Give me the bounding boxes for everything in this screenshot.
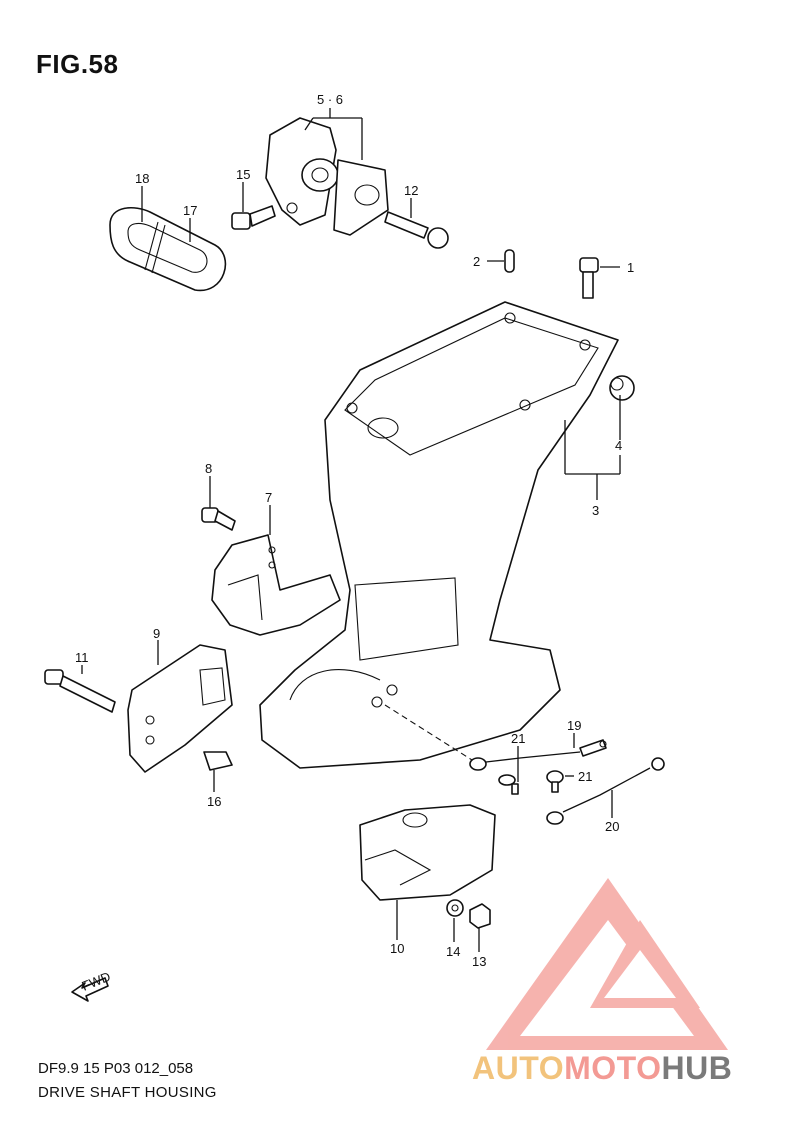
plug-4 — [609, 375, 635, 401]
callout-1: 1 — [627, 260, 634, 275]
figure-code: DF9.9 15 P03 012_058 — [38, 1060, 194, 1077]
watermark-part2: MOTO — [564, 1050, 662, 1086]
leader-lines — [81, 108, 621, 952]
bolt-15 — [231, 205, 276, 230]
pin-16 — [203, 751, 233, 771]
block-9 — [127, 644, 233, 773]
drive-shaft-housing — [259, 301, 619, 769]
callout-18: 18 — [135, 171, 149, 186]
callout-21a: 21 — [511, 731, 525, 746]
bolt-11 — [44, 669, 116, 713]
callout-20: 20 — [605, 819, 619, 834]
bolt-8 — [201, 507, 236, 531]
upper-mount-part — [265, 117, 389, 236]
grommet-plates — [109, 206, 227, 292]
ground-wire-19 — [469, 739, 607, 771]
pin-2 — [504, 249, 515, 273]
callout-10: 10 — [390, 941, 404, 956]
callout-16: 16 — [207, 794, 221, 809]
ground-wire-20 — [546, 757, 665, 825]
callout-12: 12 — [404, 183, 418, 198]
watermark-text: AUTOMOTOHUB — [472, 1050, 732, 1087]
callout-11: 11 — [75, 650, 89, 665]
nut-13 — [469, 903, 491, 929]
screw-21b — [546, 770, 564, 793]
callout-labels: 1 2 3 4 5 · 6 7 8 9 10 11 12 13 14 15 16… — [75, 92, 634, 969]
callout-14: 14 — [446, 944, 460, 959]
watermark-part3: HUB — [661, 1050, 733, 1086]
washer-14 — [446, 899, 464, 917]
callout-9: 9 — [153, 626, 160, 641]
callout-21b: 21 — [578, 769, 592, 784]
callout-4: 4 — [615, 438, 622, 453]
callout-8: 8 — [205, 461, 212, 476]
callout-5-6: 5 · 6 — [317, 92, 343, 107]
figure-caption: DRIVE SHAFT HOUSING — [38, 1084, 217, 1101]
cover-10 — [359, 804, 496, 901]
bracket-7 — [211, 534, 341, 636]
callout-15: 15 — [236, 167, 250, 182]
callout-2: 2 — [473, 254, 480, 269]
callout-7: 7 — [265, 490, 272, 505]
callout-17: 17 — [183, 203, 197, 218]
fwd-arrow-icon: FWD — [71, 969, 113, 1002]
bolt-12 — [384, 211, 449, 249]
callout-19: 19 — [567, 718, 581, 733]
callout-13: 13 — [472, 954, 486, 969]
screw-21a — [498, 774, 519, 795]
callout-3: 3 — [592, 503, 599, 518]
watermark-logo — [486, 878, 728, 1050]
watermark-part1: AUTO — [472, 1050, 565, 1086]
figure-title: FIG.58 — [36, 49, 119, 79]
bolt-1 — [579, 257, 599, 299]
